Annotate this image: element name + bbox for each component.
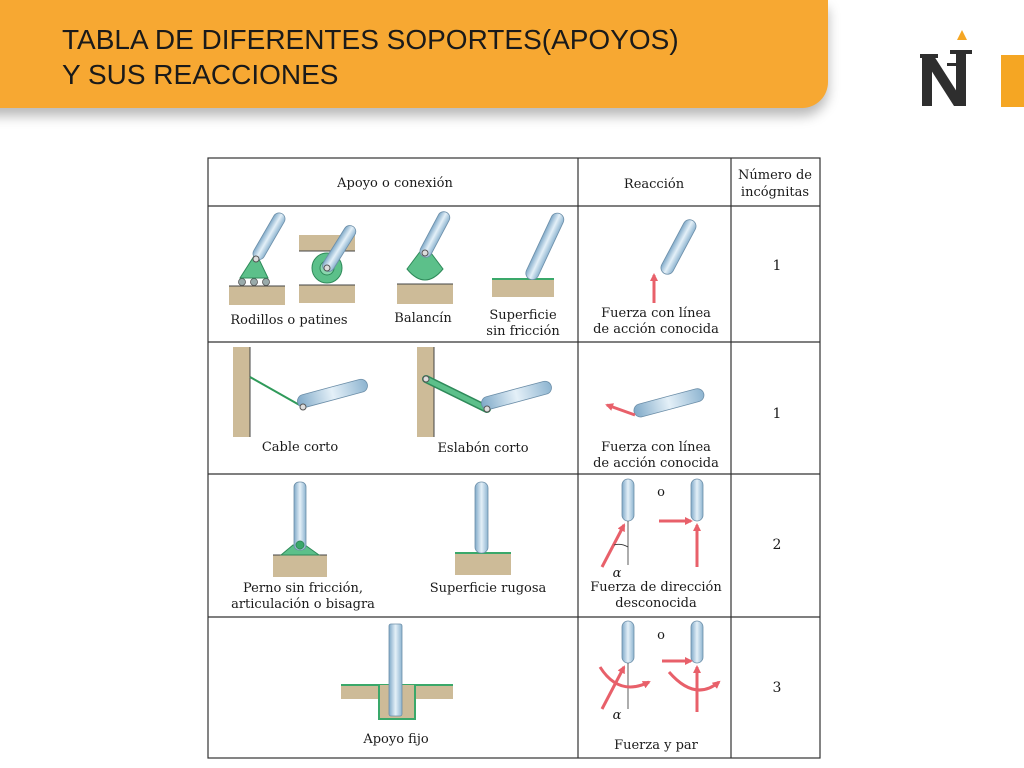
row1-label-rollers: Rodillos o patines [230, 313, 347, 328]
row1-label-surface-line2: sin fricción [486, 324, 560, 339]
row3-rough-surface-illustration [455, 481, 511, 575]
row3-unknowns: 2 [773, 537, 782, 553]
row3-pin-illustration [273, 481, 327, 577]
row2-reaction-illustration [605, 388, 705, 418]
row1-label-surface-line1: Superficie [489, 308, 557, 323]
row4-alpha-label: α [613, 708, 622, 723]
row4-reaction-line1: Fuerza y par [614, 738, 699, 753]
slide-title: TABLA DE DIFERENTES SOPORTES(APOYOS) Y S… [62, 22, 679, 92]
header-unknowns-line1: Número de [738, 168, 812, 183]
row3-reaction-line1: Fuerza de dirección [590, 580, 722, 595]
table-border [207, 157, 821, 759]
row1-frictionless-surface-illustration [492, 212, 565, 297]
slide-title-line2: Y SUS REACCIONES [62, 59, 339, 90]
row1-unknowns: 1 [773, 258, 782, 274]
row3-alpha-label: α [613, 566, 622, 581]
row3-label-pin-line1: Perno sin fricción, [243, 581, 363, 596]
supports-table-graphic: Apoyo o conexión Reacción Número de incó… [207, 157, 821, 759]
row2-label-link: Eslabón corto [437, 441, 528, 456]
row1-roller-guide-illustration [299, 225, 357, 303]
row4-label-fixed: Apoyo fijo [362, 732, 429, 747]
row3-label-rough: Superficie rugosa [430, 581, 547, 596]
row4-reaction-illustration [598, 620, 721, 712]
row1-label-rocker: Balancín [394, 311, 452, 326]
row1-roller-illustration [229, 212, 286, 305]
row1-rocker-illustration [397, 211, 453, 304]
row1-reaction-line1: Fuerza con línea [601, 306, 711, 321]
header-reaction: Reacción [624, 177, 685, 192]
row2-short-cable-illustration [233, 347, 368, 437]
row3-or-label: o [657, 485, 665, 500]
row1-reaction-line2: de acción conocida [593, 322, 719, 337]
row2-reaction-line2: de acción conocida [593, 456, 719, 471]
row1-reaction-illustration [650, 219, 697, 303]
row3-reaction-line2: desconocida [615, 596, 697, 611]
row2-reaction-line1: Fuerza con línea [601, 440, 711, 455]
header-support: Apoyo o conexión [336, 176, 453, 191]
slide-title-line1: TABLA DE DIFERENTES SOPORTES(APOYOS) [62, 24, 679, 55]
logo-bar [1001, 55, 1024, 107]
logo-icon [920, 30, 972, 106]
row2-label-cable: Cable corto [262, 440, 339, 455]
row4-fixed-support-illustration [341, 623, 453, 720]
supports-table: Apoyo o conexión Reacción Número de incó… [207, 157, 821, 759]
row2-unknowns: 1 [773, 406, 782, 422]
title-banner [0, 0, 828, 108]
row4-or-label: o [657, 628, 665, 643]
row4-unknowns: 3 [773, 680, 782, 696]
row3-reaction-illustration [600, 478, 704, 568]
row3-label-pin-line2: articulación o bisagra [231, 597, 375, 612]
header-unknowns-line2: incógnitas [741, 185, 809, 200]
row2-short-link-illustration [417, 347, 552, 437]
